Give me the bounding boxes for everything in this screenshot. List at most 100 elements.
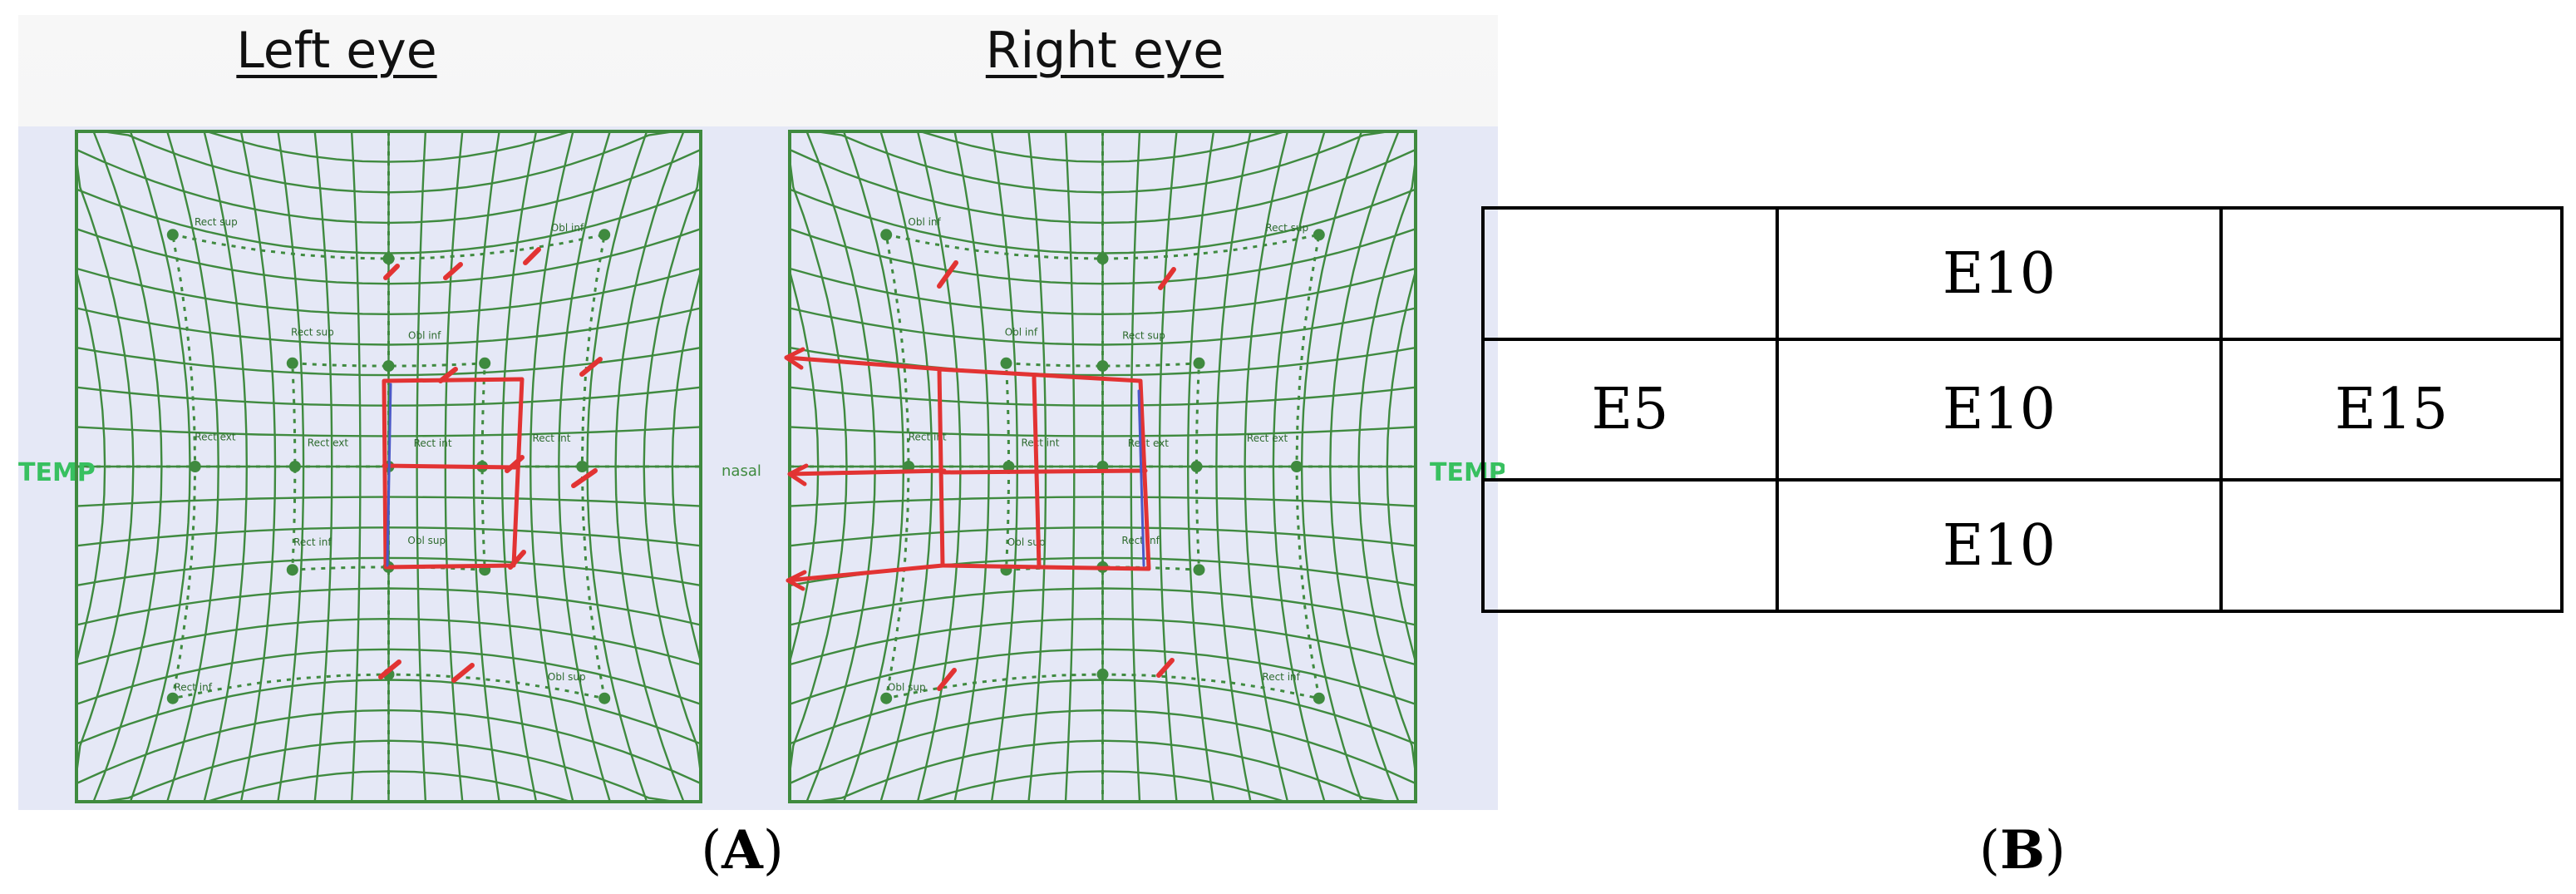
fixation-dot	[880, 692, 893, 704]
plotted-vertical-divider	[1032, 375, 1042, 570]
muscle-label: Obl inf	[908, 216, 941, 228]
panel-label-b: (B)	[1978, 819, 2066, 882]
deviation-table: E10 E5 E10 E15 E10	[1481, 206, 2564, 613]
table-cell	[1481, 478, 1779, 613]
nasal-marker: nasal	[722, 462, 761, 480]
table-cell: E5	[1481, 338, 1779, 482]
fixation-dot	[1193, 357, 1205, 369]
muscle-label: Rect int	[1022, 437, 1060, 448]
fixation-dot	[1190, 461, 1203, 472]
fixation-dot	[1096, 360, 1109, 373]
plotted-inner-field	[937, 367, 1151, 571]
table-row: E10	[1481, 206, 2564, 341]
plotted-point-slash	[443, 262, 463, 280]
panel-label-a: (A)	[701, 819, 784, 882]
muscle-label: Rect inf	[175, 682, 213, 694]
plotted-inner-midline	[942, 468, 1148, 475]
muscle-label: Obl sup	[888, 682, 926, 694]
plotted-point-slash	[505, 455, 525, 473]
plotted-point-slash	[523, 247, 541, 265]
pen-mark-blue	[1137, 389, 1145, 567]
plotted-point-slash	[1156, 658, 1175, 678]
muscle-label: Rect inf	[1121, 535, 1160, 546]
plotted-arrow-top	[784, 355, 945, 372]
table-cell	[1481, 206, 1779, 341]
muscle-label: Rect inf	[1262, 671, 1300, 683]
muscle-label: Obl sup	[407, 535, 446, 546]
grid-line-horizontal	[789, 526, 1416, 547]
table-cell: E10	[1776, 338, 2223, 482]
muscle-label: Obl inf	[408, 330, 441, 342]
chart-photo-paper	[18, 126, 1498, 810]
fixation-dot	[598, 692, 611, 704]
table-cell	[2219, 478, 2564, 613]
plotted-inner-midline	[382, 463, 518, 470]
muscle-label: Rect sup	[1122, 330, 1165, 342]
grid-line-horizontal	[789, 617, 1416, 666]
grid-line-horizontal	[789, 587, 1416, 626]
fixation-dot	[189, 461, 201, 472]
muscle-label: Obl inf	[551, 222, 584, 234]
grid-line-horizontal	[76, 386, 702, 407]
fixation-dot	[1002, 461, 1015, 472]
plotted-point-slash	[378, 659, 401, 679]
grid-line-horizontal	[789, 648, 1416, 705]
table-cell: E10	[1776, 206, 2223, 341]
grid-line-horizontal	[76, 617, 702, 666]
muscle-label: Rect sup	[291, 327, 334, 338]
fixation-dot	[598, 229, 611, 241]
panel-letter-a: A	[722, 819, 763, 882]
muscle-label: Obl sup	[548, 671, 586, 683]
fixation-dot	[1000, 357, 1012, 369]
temp-marker-left: TEMP	[18, 458, 96, 487]
left-eye-heading: Left eye	[236, 22, 437, 80]
grid-line-horizontal	[76, 587, 702, 626]
plotted-arrowhead-bottom	[786, 570, 807, 591]
muscle-label: Rect ext	[1247, 432, 1288, 444]
plotted-point-slash	[383, 264, 400, 280]
fixation-dot	[1313, 692, 1325, 704]
fixation-dot	[382, 253, 395, 265]
fixation-dot	[166, 692, 179, 704]
grid-line-horizontal	[789, 346, 1416, 377]
fixation-dot	[382, 360, 395, 373]
grid-line-horizontal	[789, 426, 1416, 437]
plotted-point-slash	[571, 468, 598, 488]
fixation-dot	[880, 229, 893, 241]
right-eye-heading: Right eye	[985, 22, 1224, 80]
fixation-dot	[1290, 461, 1303, 472]
plotted-point-slash	[937, 260, 958, 289]
grid-line-horizontal	[76, 648, 702, 705]
muscle-label: Rect ext	[1128, 437, 1170, 449]
arrowhead-top	[784, 347, 805, 370]
fixation-dot	[286, 564, 298, 576]
fixation-dot	[288, 461, 301, 472]
muscle-label: Obl inf	[1005, 327, 1038, 338]
outer-dotted-square	[884, 233, 1321, 700]
panel-letter-b: B	[1999, 819, 2046, 882]
plotted-point-slash	[1158, 267, 1176, 290]
muscle-label: Rect ext	[308, 437, 349, 448]
muscle-label: Rect ext	[195, 432, 236, 443]
muscle-label: Rect inf	[293, 536, 332, 548]
fixation-dot	[479, 357, 491, 369]
fixation-dot	[166, 229, 179, 241]
table-cell	[2219, 206, 2564, 341]
plotted-point-slash	[451, 663, 475, 683]
table-row: E5 E10 E15	[1481, 338, 2564, 482]
table-cell: E15	[2219, 338, 2564, 482]
plotted-point-slash	[937, 668, 957, 691]
fixation-dot	[576, 461, 589, 472]
plotted-point-slash	[579, 357, 603, 377]
grid-line-horizontal	[789, 496, 1416, 507]
fixation-dot	[1096, 253, 1109, 265]
muscle-label: Rect int	[414, 437, 452, 449]
muscle-label: Rect sup	[195, 216, 238, 228]
muscle-label: Rect int	[909, 432, 947, 443]
pen-mark-blue	[386, 383, 392, 567]
plotted-arrowhead-middle	[787, 463, 809, 487]
grid-line-horizontal	[789, 386, 1416, 407]
